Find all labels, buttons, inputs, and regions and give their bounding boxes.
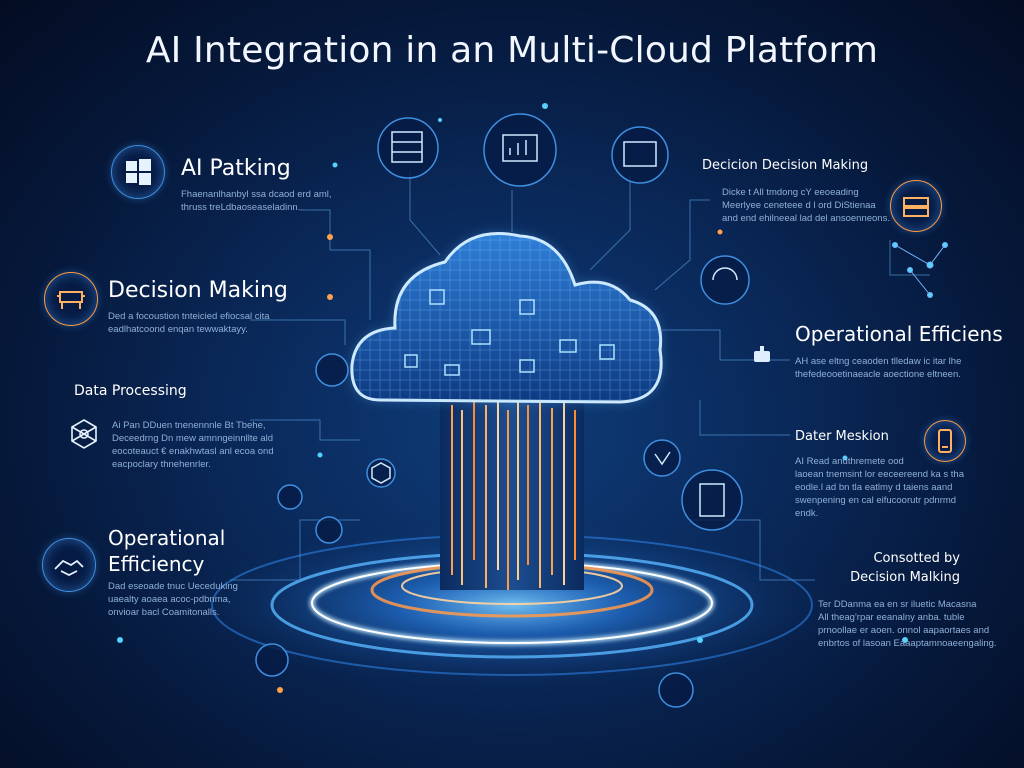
refresh-cycle-icon [700, 255, 750, 305]
left-item-4-desc: Dad eseoade tnuc Ueceduking uaealty aoae… [108, 581, 238, 618]
robot-icon [748, 342, 776, 370]
network-nodes [892, 242, 948, 298]
connector-lines [230, 170, 930, 581]
left-item-3-label: Data Processing [74, 383, 187, 399]
mid-icon-glyphs [371, 131, 738, 517]
network-brain-icon [64, 414, 104, 454]
left-item-1-label: AI Patking [181, 156, 291, 181]
monitor-bottom-icon [658, 672, 694, 708]
mid-floating-icons [255, 113, 750, 708]
mobile-device-icon [924, 420, 966, 462]
left-item-1-desc: Fhaenanlhanbyl ssa dcaod erd aml, thruss… [181, 189, 332, 213]
gear-bottom-icon [255, 643, 289, 677]
right-item-4-label: Consotted by Decision Malking [850, 551, 960, 585]
left-item-2-label: Decision Making [108, 278, 288, 303]
dashboard-icon [611, 126, 669, 184]
database-stack-icon [377, 117, 439, 179]
cloud-chip-icons [404, 289, 615, 376]
gear-small-icon [315, 353, 349, 387]
analytics-chart-icon [483, 113, 557, 187]
hexagon-node-icon [366, 458, 396, 488]
data-pillar [440, 395, 584, 590]
sparkle-dots [117, 103, 908, 693]
right-item-2-desc: AH ase eltng ceaoden tlledaw ic itar lhe… [795, 356, 962, 380]
left-item-4-label: Operational Efficiency [108, 526, 226, 576]
right-item-1-desc: Dicke t All tmdong cY eeoeading Meerlyee… [722, 187, 890, 224]
right-item-3-desc: AI Read andthremete ood laoean tnemsint … [795, 456, 964, 519]
report-icon [681, 469, 743, 531]
chart-small-icon [277, 484, 303, 510]
right-item-1-label: Decicion Decision Making [702, 158, 869, 173]
left-item-2-desc: Ded a focoustion tnteicied efiocsal cita… [108, 311, 270, 335]
cloud-circuit-grid [351, 233, 662, 402]
meeting-table-icon [44, 272, 98, 326]
handshake-icon [42, 538, 96, 592]
server-rack-icon [890, 180, 942, 232]
page-title: AI Integration in an Multi-Cloud Platfor… [145, 30, 879, 71]
right-item-4-desc: Ter DDanma ea en sr iluetic Macasna All … [818, 599, 997, 649]
windows-icon [111, 145, 165, 199]
left-item-3-desc: Ai Pan DDuen tnenennnle Bt Tbehe, Deceed… [112, 420, 274, 470]
right-item-2-label: Operational Efficiens [795, 322, 1003, 346]
heart-chat-icon [643, 439, 681, 477]
right-item-3-label: Dater Meskion [795, 429, 889, 444]
data-streams [451, 398, 576, 590]
document-small-icon [315, 516, 343, 544]
